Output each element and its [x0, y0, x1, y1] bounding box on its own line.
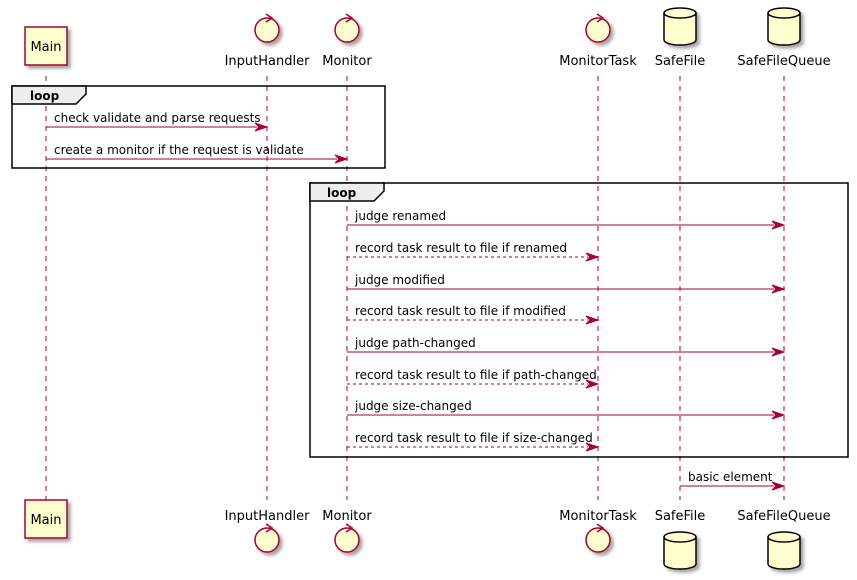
arrowhead-icon — [585, 442, 600, 452]
message-label-1: check validate and parse requests — [54, 111, 261, 125]
participant-task-top: MonitorTask — [559, 13, 637, 69]
participant-label: MonitorTask — [559, 54, 637, 69]
participant-safefile-bottom: SafeFile — [655, 509, 706, 570]
arrowhead-icon — [254, 122, 269, 132]
participant-label: SafeFileQueue — [737, 54, 830, 69]
message-2: create a monitor if the request is valid… — [46, 143, 349, 164]
message-1: check validate and parse requests — [46, 111, 269, 132]
participant-label: SafeFile — [655, 54, 706, 69]
loop-frames: loop loop — [11, 85, 849, 458]
arrowhead-icon — [771, 284, 786, 294]
participant-label: SafeFileQueue — [737, 509, 830, 524]
arrowhead-icon — [771, 347, 786, 357]
database-icon — [767, 7, 801, 46]
control-icon — [334, 523, 360, 553]
message-label-9: judge size-changed — [354, 399, 472, 413]
participant-box — [24, 26, 68, 66]
participant-label: Main — [30, 513, 61, 528]
messages: check validate and parse requests create … — [46, 111, 786, 491]
message-6: record task result to file if modified — [347, 304, 600, 325]
control-icon — [585, 523, 611, 553]
message-11: basic element — [680, 470, 786, 491]
participant-label: Monitor — [322, 509, 372, 524]
participant-queue-bottom: SafeFileQueue — [737, 509, 831, 570]
participant-input-top: InputHandler — [225, 13, 311, 69]
message-8: record task result to file if path-chang… — [347, 368, 600, 389]
database-icon — [767, 531, 801, 570]
message-label-4: record task result to file if renamed — [355, 241, 567, 255]
participant-label: InputHandler — [225, 54, 311, 69]
lifelines — [45, 76, 785, 500]
message-label-3: judge renamed — [354, 209, 446, 223]
message-label-5: judge modified — [354, 273, 445, 287]
participants: MainMainInputHandlerInputHandlerMonitorM… — [24, 7, 831, 570]
message-9: judge size-changed — [347, 399, 786, 420]
arrowhead-icon — [771, 410, 786, 420]
participant-label: Main — [30, 40, 61, 55]
participant-safefile-top: SafeFile — [655, 7, 706, 69]
message-3: judge renamed — [347, 209, 786, 230]
participant-monitor-bottom: Monitor — [322, 509, 372, 553]
message-label-2: create a monitor if the request is valid… — [54, 143, 304, 157]
loop-frame-2: loop — [309, 182, 849, 458]
database-icon — [663, 531, 697, 570]
participant-monitor-top: Monitor — [322, 13, 372, 69]
control-icon — [585, 13, 611, 43]
message-5: judge modified — [347, 273, 786, 294]
arrowhead-icon — [334, 154, 349, 164]
control-icon — [254, 13, 280, 43]
participant-label: MonitorTask — [559, 509, 637, 524]
participant-label: SafeFile — [655, 509, 706, 524]
participant-box — [24, 499, 68, 539]
participant-main-bottom: Main — [24, 499, 68, 539]
loop-frame-2-label: loop — [327, 186, 357, 200]
arrowhead-icon — [585, 252, 600, 262]
participant-queue-top: SafeFileQueue — [737, 7, 831, 69]
message-10: record task result to file if size-chang… — [347, 431, 600, 452]
arrowhead-icon — [585, 379, 600, 389]
message-4: record task result to file if renamed — [347, 241, 600, 262]
control-icon — [254, 523, 280, 553]
message-label-11: basic element — [688, 470, 773, 484]
participant-label: InputHandler — [225, 509, 311, 524]
message-label-8: record task result to file if path-chang… — [355, 368, 597, 382]
control-icon — [334, 13, 360, 43]
database-icon — [663, 7, 697, 46]
participant-label: Monitor — [322, 54, 372, 69]
message-label-6: record task result to file if modified — [355, 304, 566, 318]
participant-input-bottom: InputHandler — [225, 509, 311, 553]
arrowhead-icon — [771, 220, 786, 230]
message-7: judge path-changed — [347, 336, 786, 357]
message-label-7: judge path-changed — [354, 336, 476, 350]
loop-frame-1-label: loop — [30, 89, 60, 103]
arrowhead-icon — [585, 315, 600, 325]
message-label-10: record task result to file if size-chang… — [355, 431, 593, 445]
participant-main-top: Main — [24, 26, 68, 66]
loop-frame-1: loop — [11, 85, 386, 169]
arrowhead-icon — [771, 481, 786, 491]
participant-task-bottom: MonitorTask — [559, 509, 637, 553]
